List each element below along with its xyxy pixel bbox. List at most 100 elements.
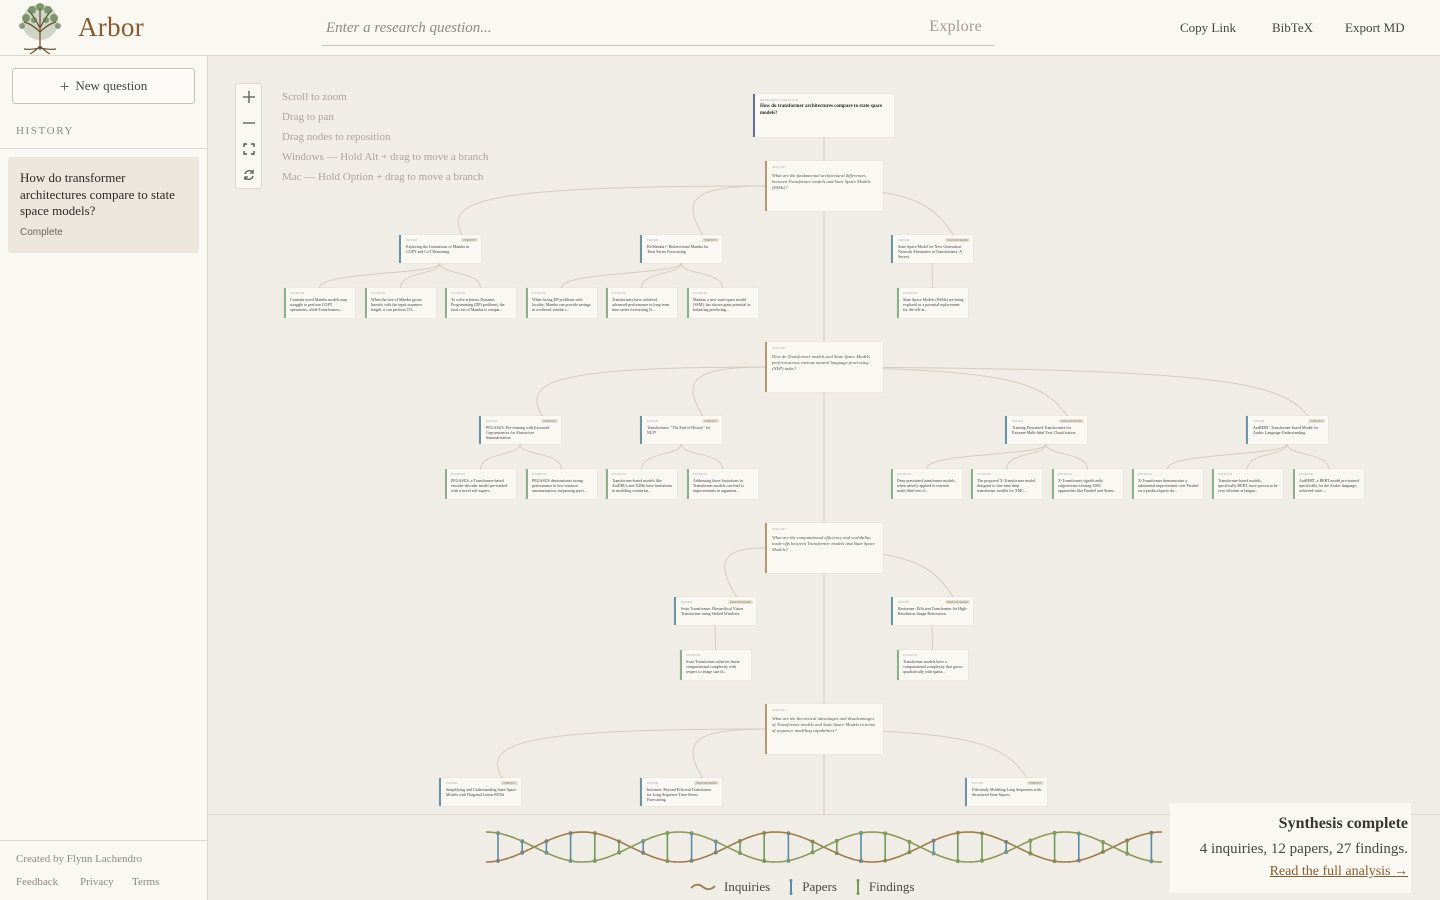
paper-node[interactable]: PAPER PREPRINT Efficiently Modeling Long… [965,778,1047,806]
history-item[interactable]: How do transformer architectures compare… [8,157,199,253]
node-kind: FINDING [1058,472,1073,476]
paper-badge: PREPRINT [1027,781,1044,785]
finding-node[interactable]: FINDING X-Transformer demonstrates a sub… [1132,469,1203,499]
finding-node[interactable]: FINDING To solve arbitrary Dynamic Progr… [445,288,516,318]
tree-edge [641,262,682,289]
tree-edge [931,624,933,651]
paper-node[interactable]: PAPER PREPRINT Simplifying and Understan… [439,778,521,806]
divider [0,840,207,841]
node-kind: PAPER [898,238,910,242]
research-question-input[interactable] [326,16,886,40]
finding-node[interactable]: FINDING When facing DP problems with loc… [526,288,597,318]
node-kind: FINDING [612,291,627,295]
finding-rung-icon [856,879,860,895]
paper-node[interactable]: PAPER PREPRINT Exploring the Limitations… [399,235,481,263]
node-text: The proposed X-Transformer model, design… [977,478,1036,494]
tree-edge [319,262,441,289]
zoom-in-icon[interactable] [236,84,261,110]
finding-node[interactable]: FINDING Deep pretrained transformer mode… [891,469,962,499]
finding-node[interactable]: FINDING The proposed X-Transformer model… [971,469,1042,499]
finding-node[interactable]: FINDING Transformer-based models like Xo… [606,469,677,499]
explore-button[interactable]: Explore [929,18,982,35]
tree-edge [931,262,933,289]
paper-node[interactable]: PAPER PREPRINT AraBERT: Transformer-base… [1246,416,1328,444]
node-text: State Space Model for New-Generation Net… [898,244,962,260]
finding-node[interactable]: FINDING Swin Transformer achieves linear… [680,650,751,680]
tree-edge [680,443,723,470]
canvas-hints: Scroll to zoom Drag to pan Drag nodes to… [282,87,488,187]
paper-node[interactable]: PAPER PEER-REVIEWED Informer: Beyond Eff… [640,778,722,806]
paper-node[interactable]: PAPER PREPRINT Bi-Mamba+: Bidirectional … [640,235,722,263]
node-text: Restormer: Efficient Transformer for Hig… [898,606,968,617]
finding-node[interactable]: FINDING PEGASUS demonstrates strong perf… [526,469,597,499]
node-kind: FINDING [686,653,701,657]
tree-edge [764,366,1319,431]
privacy-link[interactable]: Privacy [80,876,114,888]
finding-node[interactable]: FINDING Transformer models have a comput… [897,650,968,680]
root-question-node[interactable]: RESEARCH QUESTION How do transformer arc… [753,94,894,137]
inquiry-node[interactable]: INQUIRY How do Transformer models and St… [765,342,883,392]
legend-label: Papers [802,879,837,894]
reset-layout-icon[interactable] [236,162,261,188]
node-kind: FINDING [290,291,305,295]
finding-node[interactable]: FINDING X-Transformer significantly outp… [1052,469,1123,499]
node-kind: PAPER [681,600,693,604]
node-kind: FINDING [1218,472,1233,476]
finding-node[interactable]: FINDING Addressing these limitations in … [687,469,758,499]
node-text: Training Pretrained Transformers for Ext… [1012,425,1076,436]
node-kind: FINDING [903,653,918,657]
paper-badge: PREPRINT [1308,419,1325,423]
node-kind: PAPER [898,600,910,604]
feedback-link[interactable]: Feedback [16,876,59,888]
paper-node[interactable]: PAPER PEER-REVIEWED Training Pretrained … [1005,416,1087,444]
finding-node[interactable]: FINDING State Space Models (SSMs) are be… [897,288,968,318]
node-kind: FINDING [977,472,992,476]
node-kind: RESEARCH QUESTION [760,98,799,102]
inquiry-node[interactable]: INQUIRY What are the fundamental archite… [765,161,883,211]
paper-badge: PEER-REVIEWED [945,238,970,242]
finding-node[interactable]: FINDING PEGASUS, a Transformer-based enc… [445,469,516,499]
synthesis-stats: 4 inquiries, 12 papers, 27 findings. [1199,841,1408,857]
node-kind: PAPER [647,238,659,242]
paper-node[interactable]: PAPER PEER-REVIEWED Swin Transformer: Hi… [674,597,756,625]
node-text: Efficiently Modeling Long Sequences with… [972,787,1042,798]
fit-view-icon[interactable] [236,136,261,162]
finding-node[interactable]: FINDING AraBERT, a BERT model pre-traine… [1293,469,1364,499]
tree-icon[interactable] [14,2,66,55]
node-text: Transformer-based models, specifically B… [1218,478,1278,494]
top-bar: Arbor Explore Copy Link BibTeX Export MD [0,0,1440,56]
finding-node[interactable]: FINDING Transformer-based models, specif… [1212,469,1283,499]
research-tree-canvas[interactable]: Scroll to zoom Drag to pan Drag nodes to… [208,56,1440,814]
paper-node[interactable]: PAPER PEER-REVIEWED Restormer: Efficient… [891,597,973,625]
tree-edge [561,262,682,289]
helix-legend: Inquiries Papers Findings [690,879,914,895]
node-text: How do Transformer models and State Spac… [772,354,870,372]
node-kind: PAPER [647,781,659,785]
paper-node[interactable]: PAPER PREPRINT PEGASUS: Pre-training wit… [479,416,561,444]
node-kind: PAPER [972,781,984,785]
inquiry-node[interactable]: INQUIRY What are the theoretical advanta… [765,704,883,754]
hint-pan: Drag to pan [282,111,334,123]
export-md-button[interactable]: Export MD [1345,20,1405,35]
new-question-button[interactable]: + New question [12,68,195,104]
finding-node[interactable]: FINDING Constant-sized Mamba models may … [284,288,355,318]
inquiry-node[interactable]: INQUIRY What are the computational effic… [765,523,883,573]
tree-edge [1286,443,1329,470]
bibtex-button[interactable]: BibTeX [1272,20,1313,35]
copy-link-button[interactable]: Copy Link [1180,20,1236,35]
legend-label: Inquiries [724,879,771,894]
read-full-analysis-link[interactable]: Read the full analysis → [1269,864,1408,879]
node-text: Exploring the Limitations of Mamba in CO… [406,244,469,255]
finding-node[interactable]: FINDING Transformers have achieved advan… [606,288,677,318]
paper-node[interactable]: PAPER PEER-REVIEWED State Space Model fo… [891,235,973,263]
node-kind: FINDING [371,291,386,295]
dna-helix-graphic [486,830,1162,864]
node-text: Constant-sized Mamba models may struggle… [290,297,348,313]
finding-node[interactable]: FINDING When the size of Mamba grows lin… [365,288,436,318]
terms-link[interactable]: Terms [132,876,160,888]
zoom-controls [235,83,262,189]
node-text: Transformers: "The End of History" for N… [647,425,711,436]
paper-node[interactable]: PAPER PREPRINT Transformers: "The End of… [640,416,722,444]
zoom-out-icon[interactable] [236,110,261,136]
finding-node[interactable]: FINDING Mamba, a new state-space model (… [687,288,758,318]
